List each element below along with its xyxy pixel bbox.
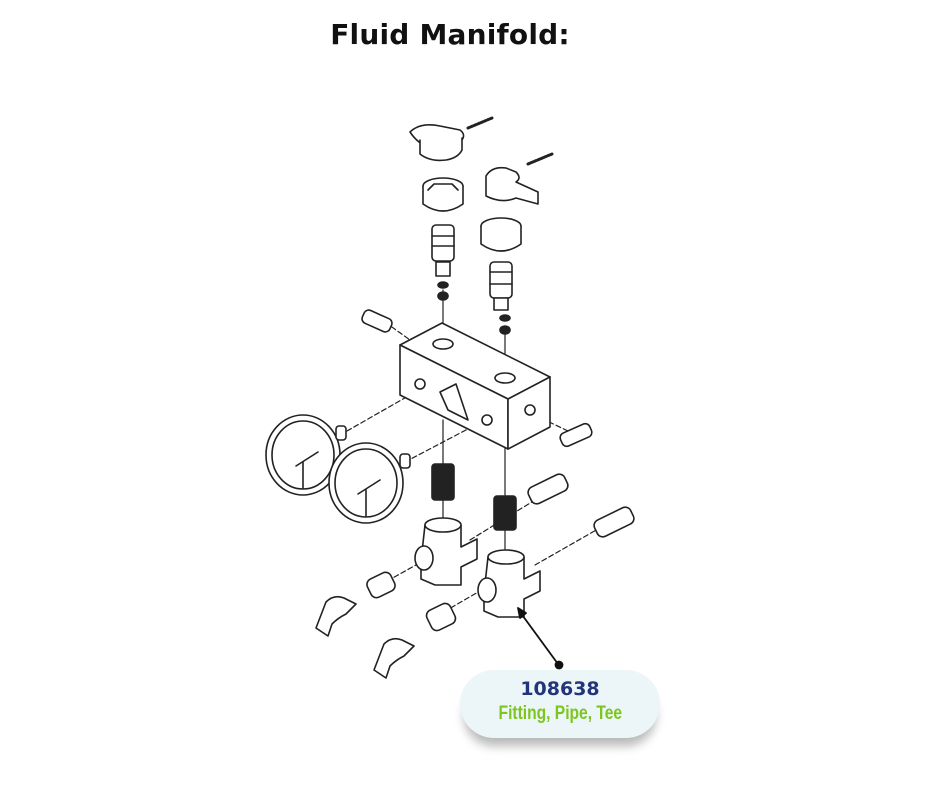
side-fitting-left: [361, 309, 393, 333]
nut-left: [366, 571, 396, 599]
manifold-block: [399, 322, 551, 450]
swivel-fitting-left: [527, 473, 569, 505]
valve-handle-right: [485, 152, 554, 205]
nut-right: [425, 602, 457, 632]
nipple-left: [431, 463, 455, 501]
part-callout: 108638 Fitting, Pipe, Tee: [460, 670, 660, 738]
part-number: 108638: [520, 678, 600, 700]
pressure-gauge-right: [328, 442, 411, 524]
pipe-tee-right: [477, 549, 541, 618]
side-fitting-right: [559, 422, 593, 448]
swivel-fitting-right: [593, 506, 635, 538]
valve-cartridge-left: [422, 177, 464, 301]
callout-arrow: [517, 607, 564, 670]
elbow-left: [315, 595, 357, 637]
elbow-right: [373, 637, 415, 679]
pipe-tee-left: [414, 517, 478, 586]
valve-cartridge-right: [480, 217, 522, 335]
pressure-gauge-left: [265, 414, 347, 496]
nipple-right: [493, 495, 517, 531]
part-description: Fitting, Pipe, Tee: [498, 703, 622, 724]
valve-handle-left: [409, 116, 494, 162]
page-title: Fluid Manifold:: [330, 18, 570, 51]
